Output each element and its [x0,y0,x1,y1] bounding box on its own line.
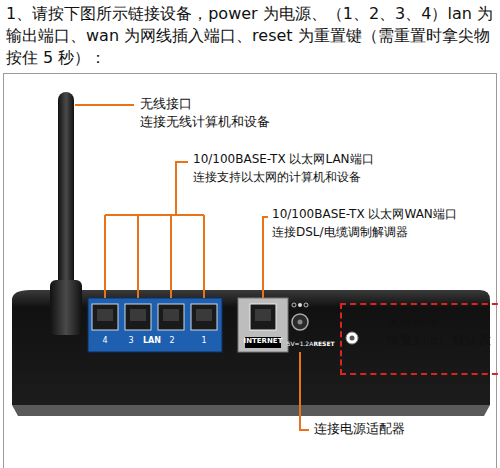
reset-callout-box: 复位按钮恢复到出厂默认设 [340,303,500,375]
callout-text: 恢复到出厂默认设 [387,330,500,349]
button-name: RESET [313,340,334,347]
antenna-base [50,280,82,335]
power-leader [300,352,309,430]
wan-port [250,304,276,330]
wan-port-inner [255,309,271,321]
callout-text: 无线接口 [140,96,192,112]
port-number: 2 [169,336,174,346]
callout-heading: 复位按钮 [387,311,500,330]
power-jack [292,303,308,330]
lan-panel [88,298,222,352]
router-body [12,290,490,405]
lan-bracket [105,215,204,298]
reset-button [346,332,358,344]
callout-text: 10/100BASE-TX 以太网WAN端口 [272,207,457,221]
port-name: INTERNET [244,337,283,345]
callout-text: 连接无线计算机和设备 [140,114,270,130]
port-number: 3 [128,336,133,346]
callout-text: 连接DSL/电缆调制解调器 [272,225,408,239]
port-number: 4 [102,336,107,346]
antenna [58,92,74,297]
port-group-name: LAN [143,336,161,346]
reset-button-core [350,336,355,341]
callout-text: 10/100BASE-TX 以太网LAN端口 [193,152,374,166]
router-base [12,405,490,416]
lan-leader [176,162,188,215]
port-number: 1 [201,336,206,346]
wan-leader [263,217,268,298]
instruction-heading: 1、请按下图所示链接设备，power 为电源、（1、2、3、4）lan 为输出端… [6,3,494,69]
lan-ports [92,304,217,330]
antenna-leader [75,104,134,106]
callout-text: 连接电源适配器 [314,421,405,437]
callout-text: 连接支持以太网的计算机和设备 [193,170,361,184]
picture-frame [4,74,497,468]
wan-panel [238,298,288,352]
power-rating: 5V=1.2A [287,340,314,347]
